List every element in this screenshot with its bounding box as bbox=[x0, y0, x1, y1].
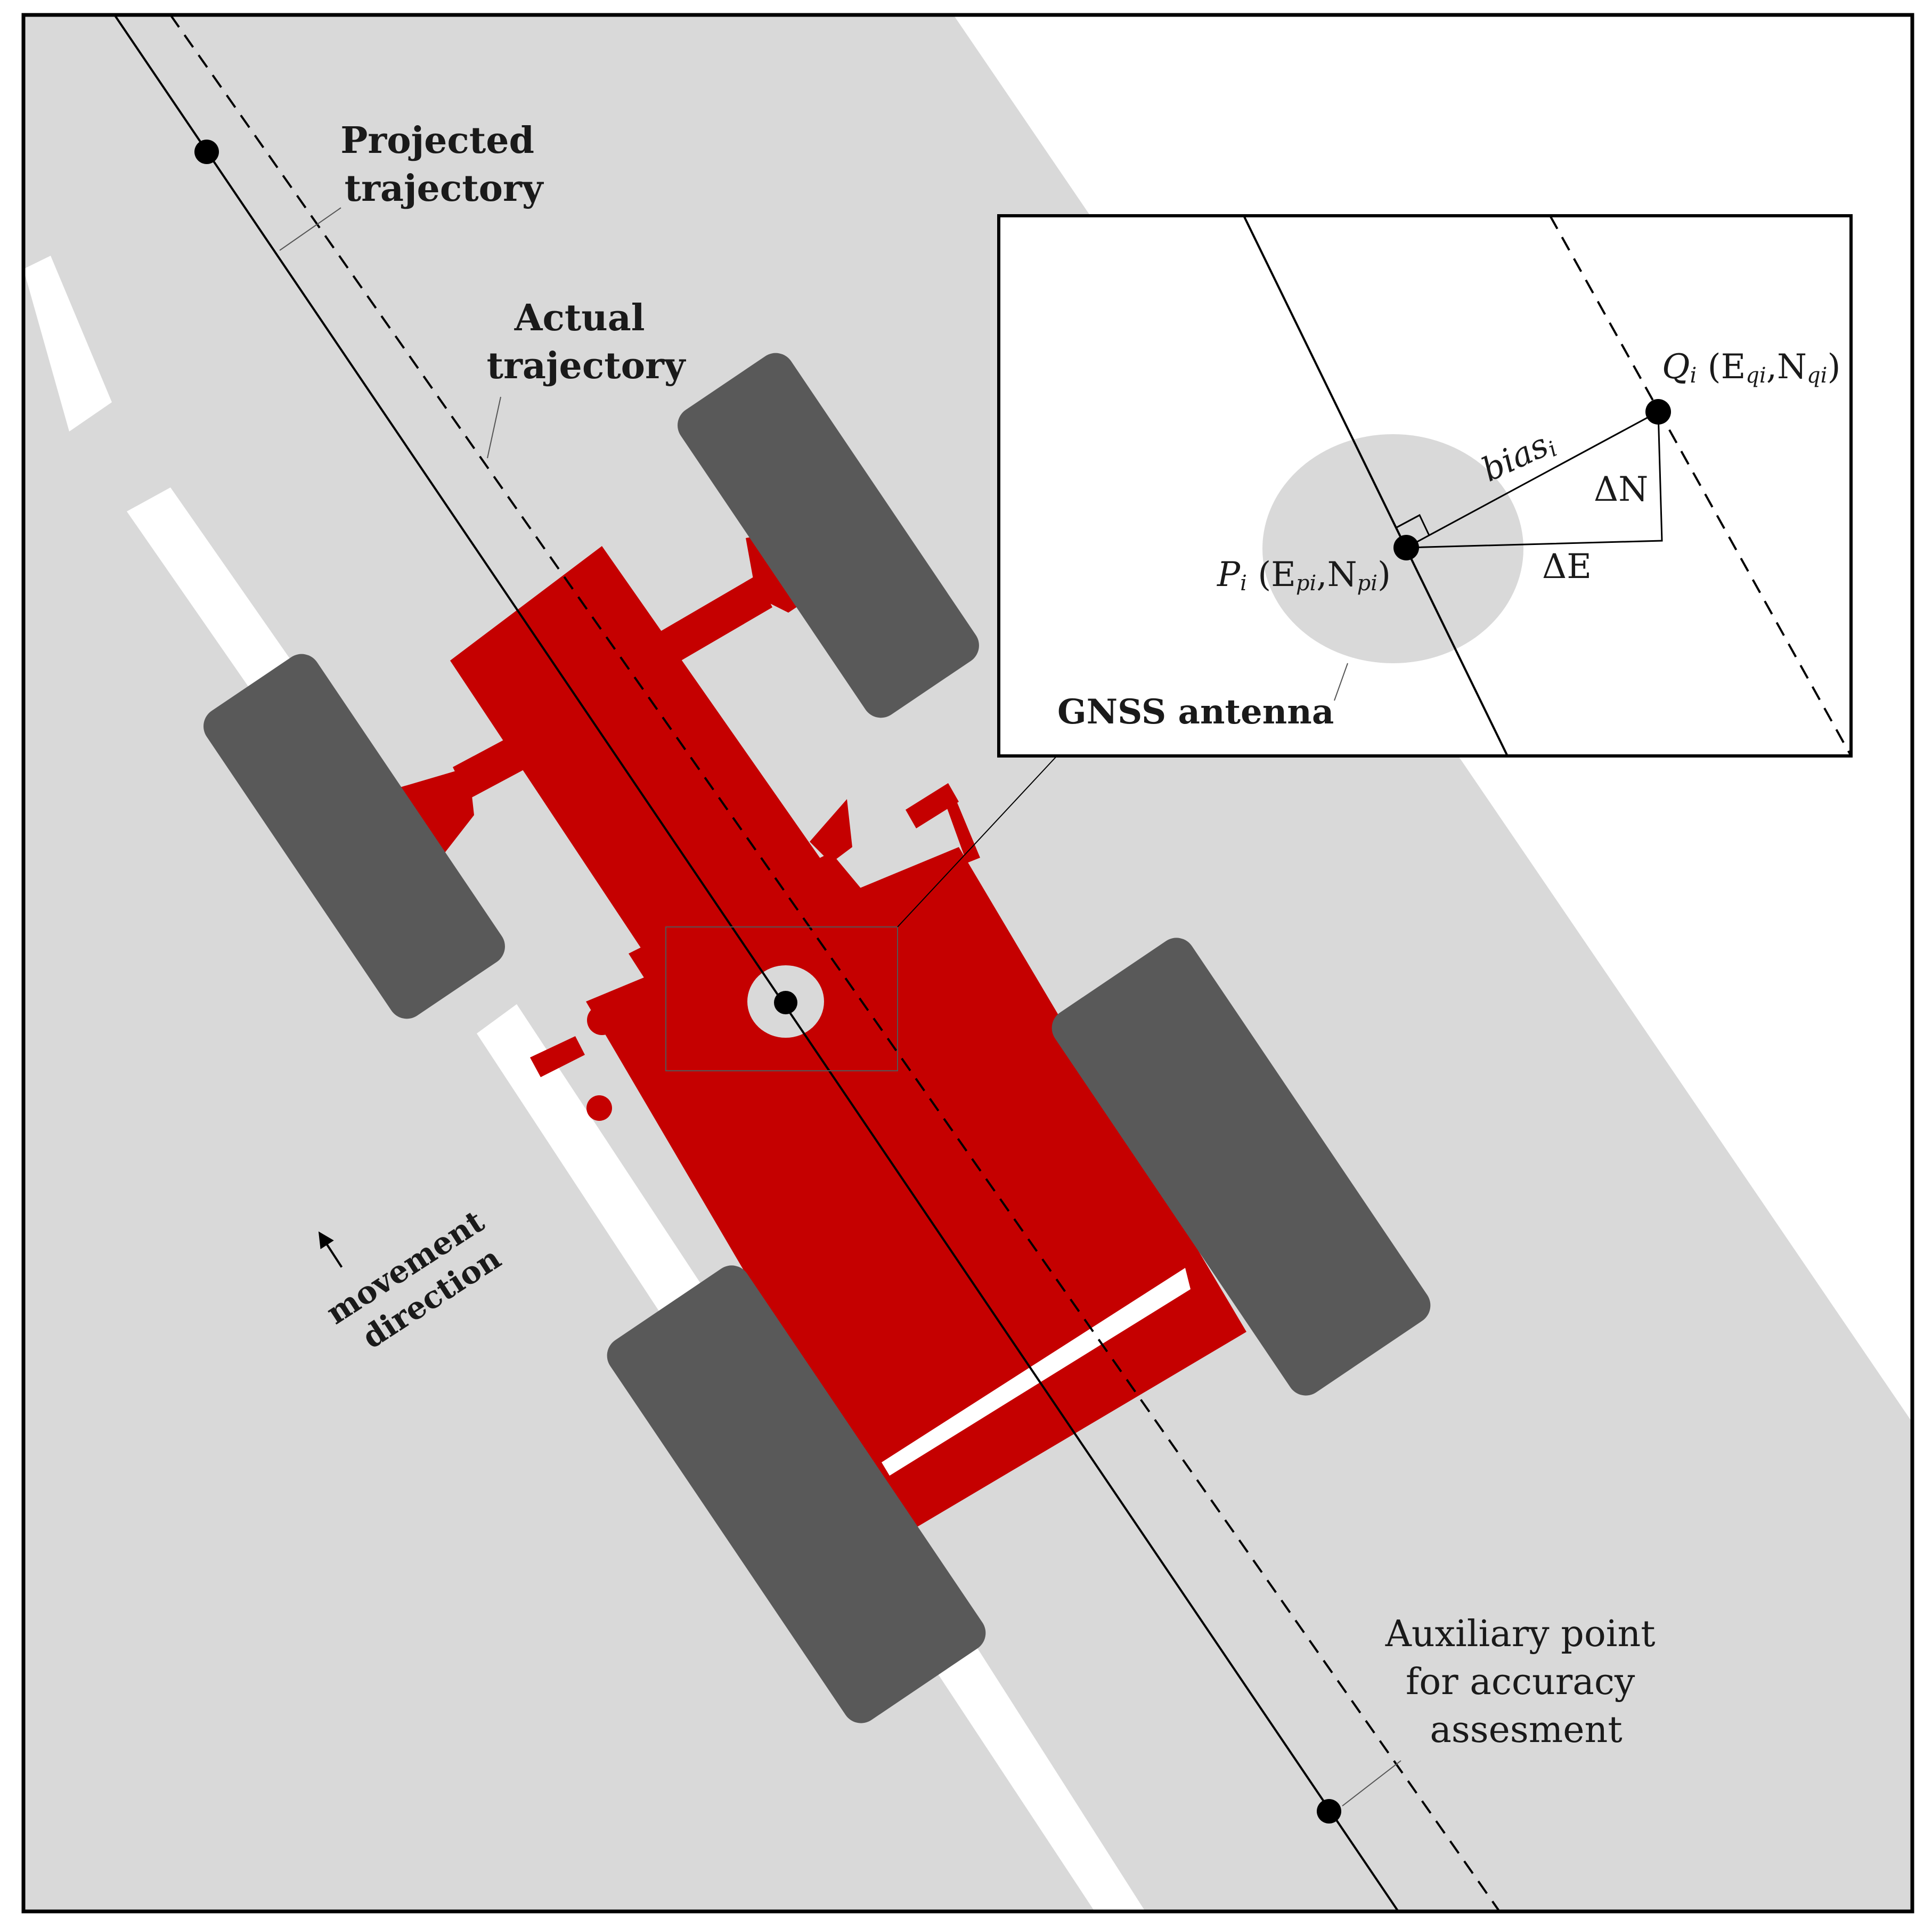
point-q-marker bbox=[1645, 399, 1671, 425]
delta-triangle bbox=[1406, 411, 1663, 549]
bias-line bbox=[1406, 411, 1659, 549]
gnss-antenna-leader bbox=[1334, 663, 1348, 701]
auxiliary-leader bbox=[1342, 1760, 1401, 1806]
tractor bbox=[203, 353, 1431, 1723]
point-q-label: Qi (Eqi,Nqi) bbox=[1662, 347, 1840, 388]
right-angle-mark bbox=[1396, 514, 1430, 536]
actual-trajectory-label: Actual trajectory bbox=[487, 297, 687, 387]
actual-trajectory-line bbox=[113, 15, 1399, 1911]
mirror-right bbox=[906, 783, 959, 828]
auxiliary-point-label: Auxiliary point for accuracy assesment bbox=[1385, 1613, 1667, 1751]
movement-arrow-icon bbox=[318, 1231, 334, 1249]
exhaust bbox=[810, 799, 852, 863]
projected-trajectory-label: Projected trajectory bbox=[340, 119, 547, 210]
outer-frame bbox=[21, 13, 1914, 1914]
zoom-connector bbox=[897, 755, 1058, 927]
auxiliary-point bbox=[1317, 1799, 1341, 1824]
point-p-marker bbox=[1393, 535, 1419, 560]
inset-antenna-area bbox=[1262, 434, 1523, 663]
point-p-label: Pi (Epi,Npi) bbox=[1217, 555, 1391, 596]
front-left-wheel bbox=[203, 654, 505, 1019]
front-right-wheel bbox=[678, 353, 979, 718]
delta-n-label: ΔN bbox=[1594, 470, 1648, 509]
actual-leader bbox=[487, 396, 501, 459]
zoom-region-box bbox=[665, 926, 898, 1071]
lane-dash-1 bbox=[23, 256, 112, 432]
gnss-antenna-point bbox=[774, 991, 797, 1014]
mirror-right-stem bbox=[943, 794, 980, 863]
inset-actual-trajectory bbox=[1243, 216, 1509, 756]
step-left-2 bbox=[586, 1095, 612, 1121]
rear-highlight bbox=[882, 1268, 1191, 1476]
tractor-midsection bbox=[629, 852, 884, 1028]
lane-dash-4 bbox=[906, 1598, 1145, 1911]
rear-right-wheel bbox=[1051, 938, 1431, 1396]
projected-leader bbox=[279, 207, 341, 251]
front-axle-right bbox=[661, 575, 772, 663]
tractor-hood bbox=[450, 546, 831, 986]
projected-trajectory-line bbox=[169, 15, 1501, 1911]
inset-projected-trajectory bbox=[1549, 216, 1851, 756]
gnss-antenna-label: GNSS antenna bbox=[1057, 692, 1334, 732]
tractor-cab bbox=[586, 847, 1246, 1537]
trajectory-point-top bbox=[194, 140, 219, 164]
delta-e-label: ΔE bbox=[1542, 547, 1592, 587]
step-left bbox=[587, 1005, 617, 1035]
mirror-left bbox=[530, 1036, 585, 1077]
detail-inset: Pi (Epi,Npi) Qi (Eqi,Nqi) biasi ΔN ΔE GN… bbox=[997, 214, 1853, 758]
rear-left-wheel bbox=[607, 1265, 986, 1723]
